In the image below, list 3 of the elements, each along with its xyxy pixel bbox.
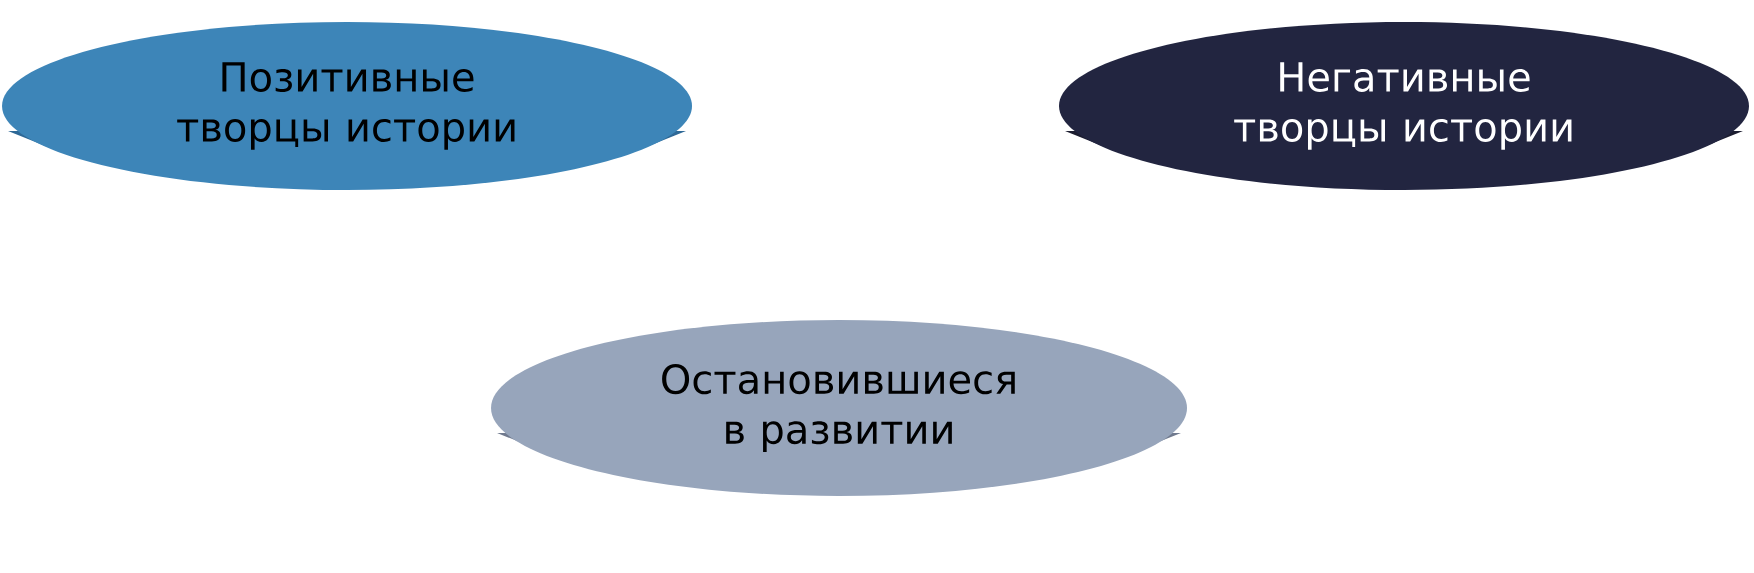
disc-node: Негативные творцы истории bbox=[1059, 22, 1749, 190]
disc-node: Позитивные творцы истории bbox=[2, 22, 692, 190]
disc-node: Остановившиеся в развитии bbox=[491, 320, 1187, 496]
